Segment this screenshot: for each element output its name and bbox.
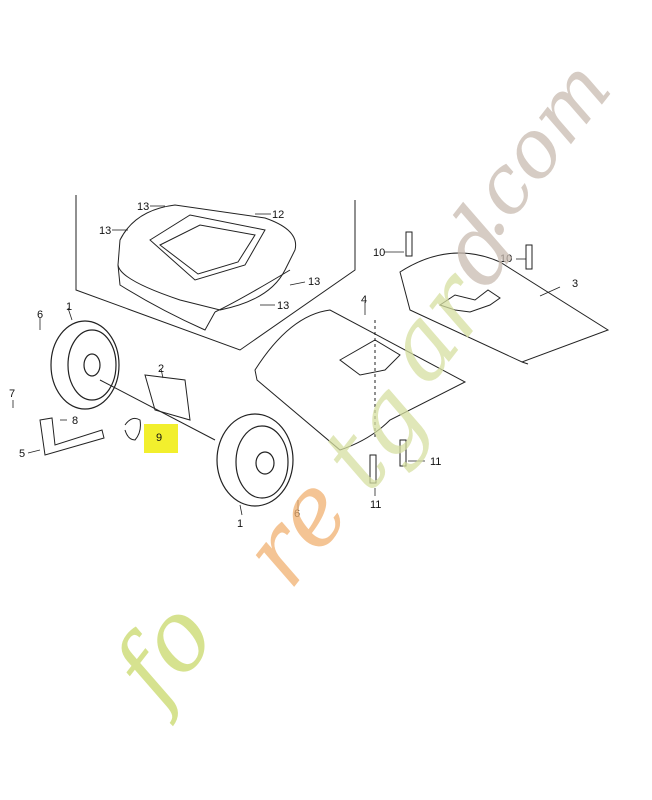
label-rear-cover: 3 xyxy=(572,278,578,290)
front-cover-part-4 xyxy=(254,309,467,451)
label-axle: 2 xyxy=(158,363,164,375)
label-grommet-bottom: 13 xyxy=(277,300,289,312)
forgarden-watermark: fo re tg ar d .com xyxy=(87,43,629,728)
axle-part-2 xyxy=(99,374,216,441)
label-wheel-right: 1 xyxy=(237,518,243,530)
label-grommet-right: 13 xyxy=(308,276,320,288)
height-lever-part-5 xyxy=(39,417,105,456)
label-screw-right: 11 xyxy=(430,456,441,468)
label-screw-left: 11 xyxy=(370,499,381,511)
label-bolt-left: 10 xyxy=(373,247,385,259)
wheel-right-part-1 xyxy=(216,413,294,507)
label-height-lever: 5 xyxy=(19,448,25,460)
highlight-box-part-9 xyxy=(144,424,178,453)
label-wheel-left: 1 xyxy=(66,301,72,313)
label-pin: 7 xyxy=(9,388,15,400)
label-nut-right: 6 xyxy=(294,508,300,520)
label-spring-clip: 9 xyxy=(156,432,162,444)
label-nut-left: 6 xyxy=(37,309,43,321)
spring-clip-part-9 xyxy=(124,417,141,441)
label-bolt-right: 10 xyxy=(500,253,512,265)
label-grommet-top: 13 xyxy=(137,201,149,213)
housing-part-12 xyxy=(75,195,356,351)
callout-lines xyxy=(12,205,561,516)
label-housing: 12 xyxy=(272,209,284,221)
label-clip: 8 xyxy=(72,415,78,427)
label-front-cover: 4 xyxy=(361,294,367,306)
rear-cover-part-3 xyxy=(399,252,610,365)
svg-text:fo: fo xyxy=(87,581,236,728)
bolts xyxy=(369,231,533,484)
label-grommet-left: 13 xyxy=(99,225,111,237)
wheel-left-part-1 xyxy=(50,320,120,410)
